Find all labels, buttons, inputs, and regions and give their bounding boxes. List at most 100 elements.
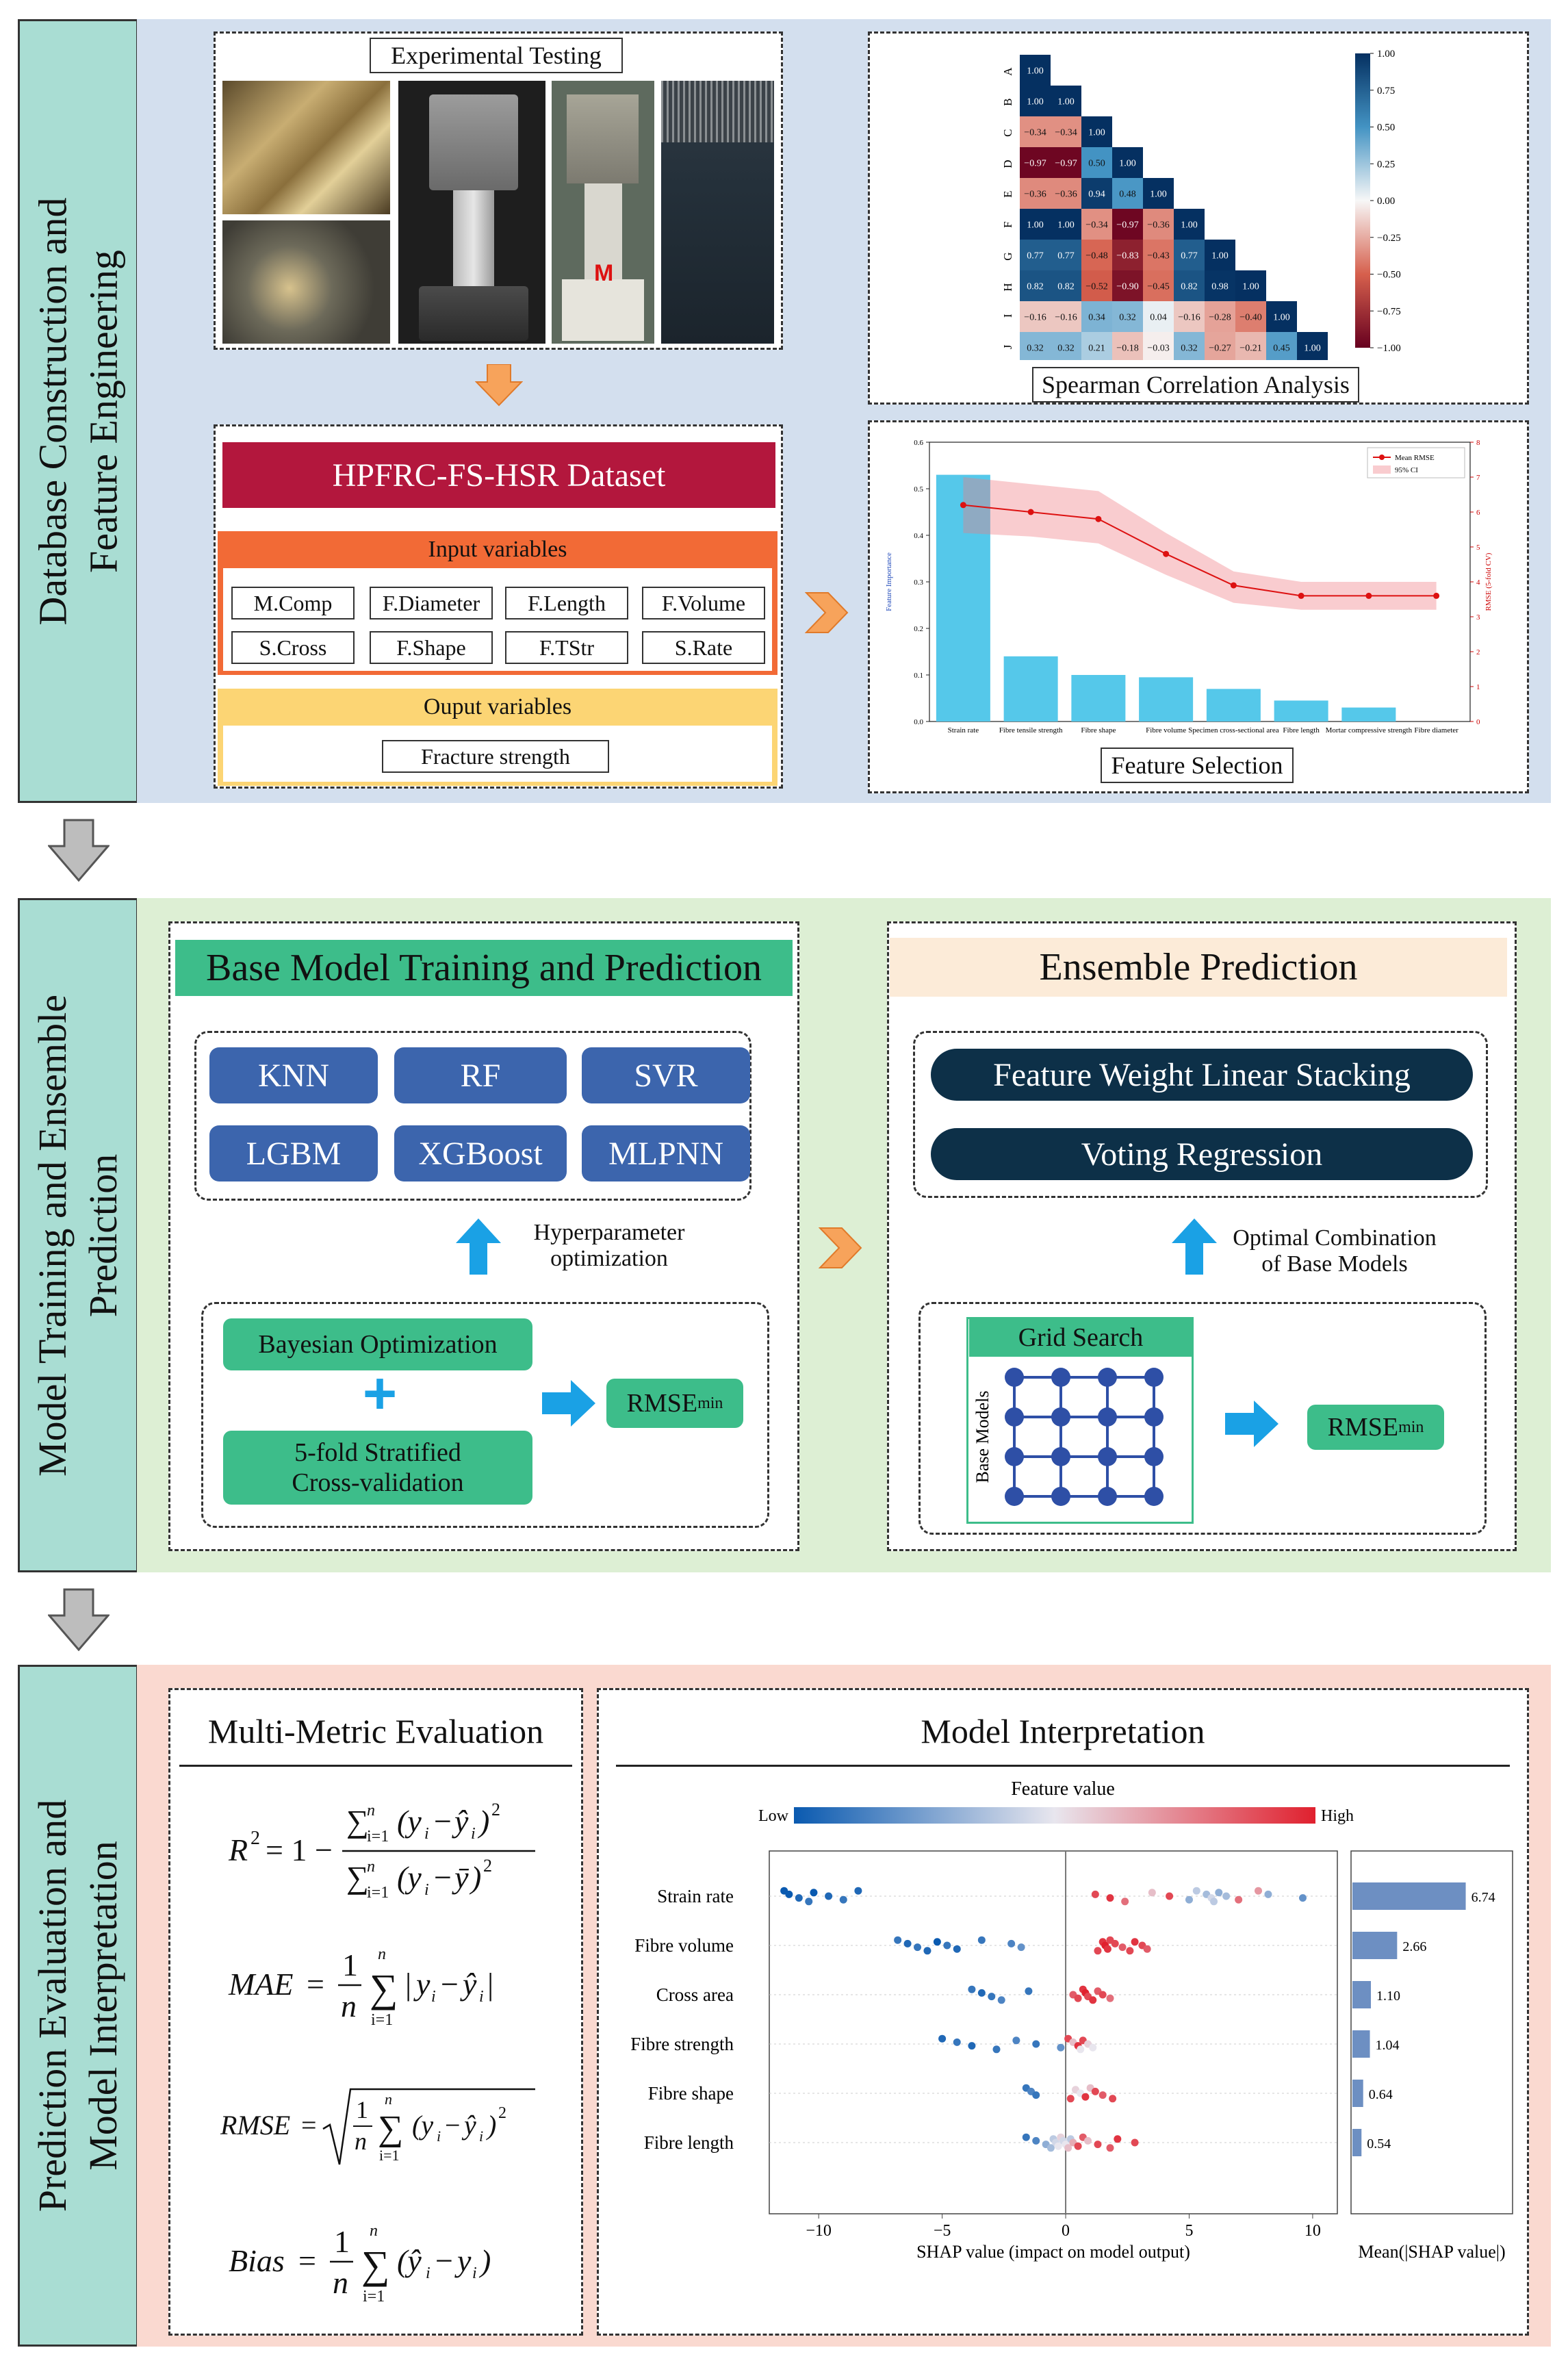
importance-bar (1139, 677, 1194, 721)
heatmap-value: −0.34 (1085, 220, 1107, 231)
shap-point (1255, 1887, 1263, 1895)
svg-text:∑: ∑ (361, 2243, 389, 2287)
svg-text:n: n (355, 2128, 367, 2155)
base-model-title: Base Model Training and Prediction (175, 940, 793, 996)
svg-text:i: i (437, 2128, 441, 2145)
shap-point (1264, 1890, 1272, 1898)
shap-point (1094, 2141, 1102, 2149)
shap-point (1131, 1938, 1139, 1946)
shap-x-tick-label: 10 (1304, 2222, 1321, 2240)
mean-rmse-point (1433, 592, 1440, 599)
shap-colorbar-title: Feature value (1011, 1778, 1115, 1800)
heatmap-cell (1081, 209, 1112, 240)
feature-selection-caption: Feature Selection (1101, 748, 1294, 783)
shap-point (810, 1889, 818, 1897)
input-var-fvolume: F.Volume (642, 587, 765, 620)
svg-text:n: n (367, 1858, 375, 1876)
shap-point (854, 1887, 862, 1895)
y-tick-label: 0.5 (914, 485, 923, 494)
shap-point (1074, 2142, 1082, 2150)
arrow-down-orange-icon (475, 364, 523, 407)
heatmap-value: −0.03 (1147, 344, 1169, 354)
input-variables-title: Input variables (428, 537, 567, 562)
y2-tick-label: 6 (1476, 509, 1480, 517)
heatmap-value: 1.00 (1027, 220, 1044, 231)
heatmap-cell (1020, 301, 1051, 332)
shap-point (1091, 1890, 1099, 1898)
mean-shap-value: 1.04 (1376, 2038, 1400, 2053)
heatmap-cell (1081, 240, 1112, 270)
heatmap-cell (1143, 270, 1174, 301)
mean-rmse-point (960, 502, 966, 509)
heatmap-value: −0.43 (1147, 251, 1169, 261)
shap-point (1222, 1892, 1231, 1900)
shap-point (923, 1947, 931, 1955)
heatmap-value: 0.82 (1027, 282, 1044, 292)
heatmap-cell (1112, 240, 1143, 270)
svg-text:i=1: i=1 (367, 1884, 389, 1902)
model-rf: RF (394, 1047, 567, 1103)
heatmap-value: 0.32 (1119, 313, 1136, 323)
shap-point (914, 1943, 922, 1952)
svg-text:i: i (479, 1988, 484, 2006)
model-xgboost: XGBoost (394, 1125, 567, 1182)
importance-bar (1003, 656, 1058, 721)
colorbar-tick-label: −0.50 (1377, 270, 1401, 281)
input-var-scross: S.Cross (231, 631, 355, 664)
heatmap-cell (1081, 116, 1112, 147)
shap-point (968, 1985, 976, 1993)
x-tick-label: Fibre length (1283, 726, 1320, 735)
grid-node (1005, 1447, 1024, 1466)
shap-point (1192, 1887, 1200, 1895)
mean-shap-value: 0.54 (1367, 2136, 1391, 2151)
interpretation-title: Model Interpretation (921, 1712, 1205, 1750)
shap-frame (769, 1850, 1338, 2214)
heatmap-cell (1112, 209, 1143, 240)
grid-search-box (918, 1302, 1487, 1535)
heatmap-cell (1112, 301, 1143, 332)
mean-rmse-point (1163, 550, 1170, 557)
grid-node (1051, 1447, 1070, 1466)
y2-tick-label: 3 (1476, 613, 1480, 622)
svg-text:−: − (435, 2243, 453, 2278)
shap-point (938, 2034, 947, 2043)
colorbar-tick-label: 0.50 (1377, 123, 1395, 133)
heatmap-cell (1020, 55, 1051, 86)
metrics-box (168, 1688, 583, 2336)
svg-text:(y: (y (397, 1804, 422, 1839)
heatmap-row-label: J (1001, 344, 1014, 349)
svg-text:∑: ∑ (370, 1966, 398, 2010)
shap-point (894, 1936, 902, 1944)
methods-box (913, 1031, 1488, 1198)
heatmap-cell (1081, 270, 1112, 301)
heatmap-cell (1112, 178, 1143, 209)
svg-text:i=1: i=1 (371, 2011, 393, 2029)
shap-point (968, 2042, 976, 2050)
heatmap-cell (1235, 332, 1266, 360)
colorbar-tick-label: −0.25 (1377, 233, 1401, 244)
feature-label: Fibre length (644, 2132, 734, 2153)
shap-point (1074, 1994, 1082, 2002)
heatmap-value: −0.18 (1116, 344, 1138, 354)
output-var-fracture: Fracture strength (382, 740, 609, 773)
heatmap-value: 1.00 (1273, 313, 1290, 323)
svg-text:i: i (424, 1825, 429, 1843)
shap-point (977, 1936, 986, 1944)
heatmap-cell (1174, 209, 1205, 240)
loose-fibres-photo (222, 220, 390, 344)
feature-label: Fibre strength (630, 2034, 734, 2054)
shap-point (953, 2038, 961, 2046)
heatmap-cell (1051, 147, 1081, 178)
shap-point (1121, 1898, 1129, 1906)
colorbar-tick-label: 0.25 (1377, 159, 1395, 170)
shap-point (992, 2045, 1001, 2054)
svg-text:∑: ∑ (346, 1860, 369, 1895)
importance-bar (1071, 675, 1126, 721)
y2-tick-label: 2 (1476, 648, 1480, 656)
svg-text:2: 2 (491, 1800, 500, 1819)
heatmap-row-label: A (1001, 67, 1014, 76)
mean-rmse-point (1365, 592, 1372, 599)
y2-tick-label: 8 (1476, 439, 1480, 447)
grid-node (1144, 1447, 1164, 1466)
heatmap-cell (1143, 301, 1174, 332)
